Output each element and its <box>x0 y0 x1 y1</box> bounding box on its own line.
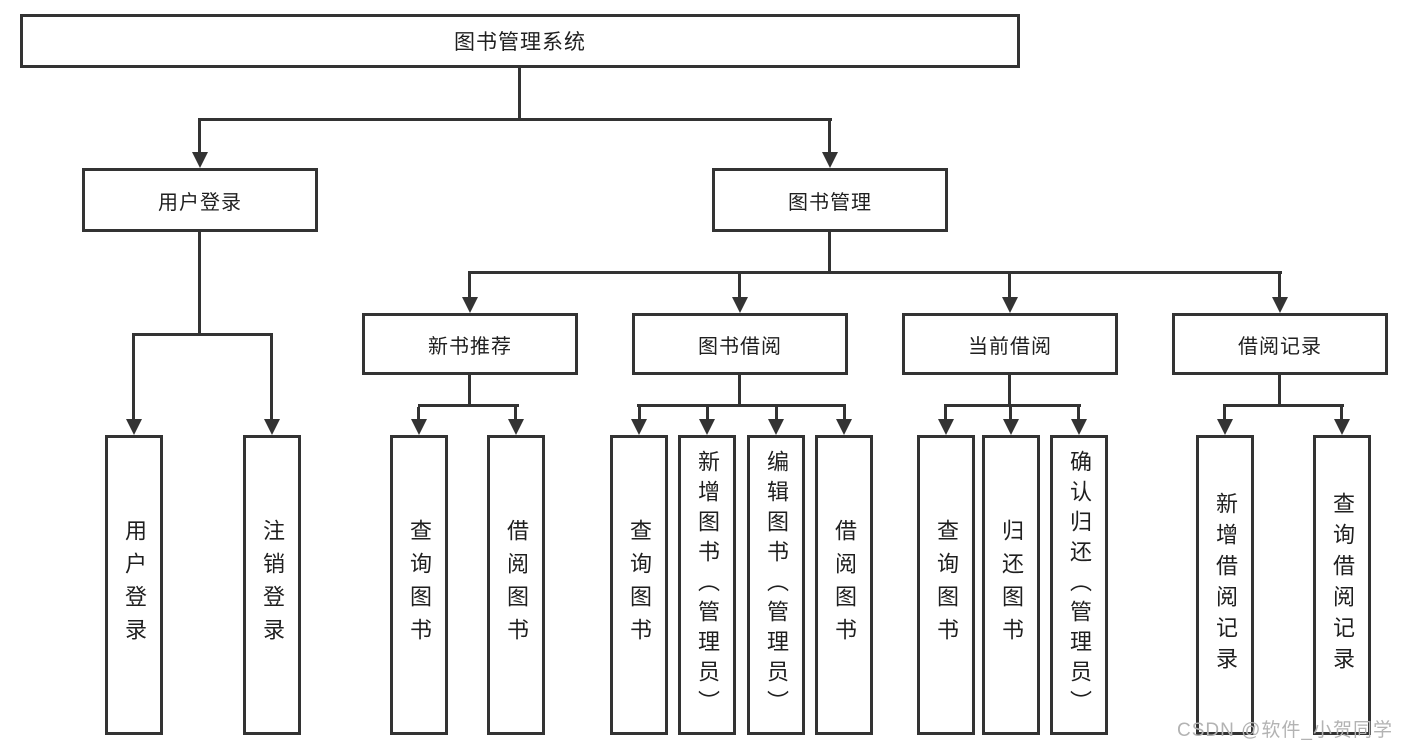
leaf-confirm-return-admin: 确认归还（管理员） <box>1050 435 1108 735</box>
arrow-down-icon <box>1003 419 1019 435</box>
arrow-down-icon <box>938 419 954 435</box>
edge-to-leaf-user-login <box>132 336 135 419</box>
arrow-down-icon <box>1071 419 1087 435</box>
node-user-login: 用户登录 <box>82 168 318 232</box>
edge-stub <box>1340 407 1343 421</box>
csdn-watermark: CSDN @软件_小贺同学 <box>1177 720 1393 741</box>
node-label: 图书借阅 <box>698 335 782 358</box>
edge-stub <box>944 407 947 421</box>
edge-new-book-horizontal <box>418 404 519 407</box>
edge-to-leaf-logout <box>270 336 273 419</box>
arrow-down-icon <box>732 297 748 313</box>
leaf-label: 借阅图书 <box>504 519 529 651</box>
node-library-management-system: 图书管理系统 <box>20 14 1020 68</box>
edge-book-borrow-vertical <box>738 375 741 406</box>
leaf-borrow-books-recommend: 借阅图书 <box>487 435 545 735</box>
edge-user-login-vertical <box>198 232 201 336</box>
edge-to-book-borrow <box>738 274 741 299</box>
leaf-label: 用户登录 <box>122 519 147 651</box>
leaf-borrow-books: 借阅图书 <box>815 435 873 735</box>
edge-stub <box>638 407 641 421</box>
leaf-query-borrow-record: 查询借阅记录 <box>1313 435 1371 735</box>
edge-root-vertical <box>518 68 521 121</box>
arrow-down-icon <box>264 419 280 435</box>
leaf-label: 编辑图书（管理员） <box>764 450 789 720</box>
leaf-return-books: 归还图书 <box>982 435 1040 735</box>
leaf-label: 查询借阅记录 <box>1330 492 1355 678</box>
node-label: 图书管理 <box>788 191 872 214</box>
arrow-down-icon <box>411 419 427 435</box>
edge-current-borrow-vertical <box>1008 375 1011 406</box>
leaf-edit-books-admin: 编辑图书（管理员） <box>747 435 805 735</box>
edge-stub <box>1223 407 1226 421</box>
leaf-label: 查询图书 <box>934 519 959 651</box>
leaf-label: 查询图书 <box>627 519 652 651</box>
arrow-down-icon <box>822 152 838 168</box>
arrow-down-icon <box>126 419 142 435</box>
node-current-borrow: 当前借阅 <box>902 313 1118 375</box>
arrow-down-icon <box>192 152 208 168</box>
edge-borrow-records-vertical <box>1278 375 1281 406</box>
leaf-query-books-current: 查询图书 <box>917 435 975 735</box>
arrow-down-icon <box>1217 419 1233 435</box>
node-label: 借阅记录 <box>1238 335 1322 358</box>
edge-to-book-management <box>828 120 831 154</box>
arrow-down-icon <box>836 419 852 435</box>
leaf-add-books-admin: 新增图书（管理员） <box>678 435 736 735</box>
edge-to-borrow-records <box>1278 274 1281 299</box>
leaf-query-books-borrow: 查询图书 <box>610 435 668 735</box>
edge-new-book-vertical <box>468 375 471 406</box>
arrow-down-icon <box>1272 297 1288 313</box>
arrow-down-icon <box>462 297 478 313</box>
leaf-label: 新增借阅记录 <box>1213 492 1238 678</box>
leaf-label: 查询图书 <box>407 519 432 651</box>
leaf-label: 注销登录 <box>260 519 285 651</box>
edge-stub <box>1077 407 1080 421</box>
edge-user-login-horizontal <box>132 333 273 336</box>
node-label: 当前借阅 <box>968 335 1052 358</box>
edge-stub <box>1009 407 1012 421</box>
edge-book-management-horizontal <box>468 271 1282 274</box>
leaf-logout: 注销登录 <box>243 435 301 735</box>
arrow-down-icon <box>631 419 647 435</box>
edge-stub <box>417 407 420 421</box>
edge-root-horizontal <box>198 118 832 121</box>
arrow-down-icon <box>1334 419 1350 435</box>
leaf-add-borrow-record: 新增借阅记录 <box>1196 435 1254 735</box>
leaf-label: 归还图书 <box>999 519 1024 651</box>
leaf-label: 新增图书（管理员） <box>695 450 720 720</box>
edge-to-new-book <box>468 274 471 299</box>
edge-stub <box>843 407 846 421</box>
edge-current-borrow-horizontal <box>944 404 1081 407</box>
node-book-management: 图书管理 <box>712 168 948 232</box>
arrow-down-icon <box>768 419 784 435</box>
edge-book-borrow-horizontal <box>637 404 846 407</box>
leaf-label: 借阅图书 <box>832 519 857 651</box>
edge-stub <box>706 407 709 421</box>
edge-to-current-borrow <box>1008 274 1011 299</box>
node-new-book-recommend: 新书推荐 <box>362 313 578 375</box>
edge-borrow-records-horizontal <box>1223 404 1344 407</box>
node-borrow-records: 借阅记录 <box>1172 313 1388 375</box>
node-label: 用户登录 <box>158 191 242 214</box>
edge-to-user-login <box>198 120 201 154</box>
leaf-query-books-recommend: 查询图书 <box>390 435 448 735</box>
arrow-down-icon <box>508 419 524 435</box>
node-label: 图书管理系统 <box>454 31 586 54</box>
edge-stub <box>514 407 517 421</box>
leaf-label: 确认归还（管理员） <box>1067 450 1092 720</box>
arrow-down-icon <box>1002 297 1018 313</box>
edge-book-management-vertical <box>828 232 831 274</box>
node-book-borrow: 图书借阅 <box>632 313 848 375</box>
node-label: 新书推荐 <box>428 335 512 358</box>
leaf-user-login: 用户登录 <box>105 435 163 735</box>
arrow-down-icon <box>699 419 715 435</box>
edge-stub <box>775 407 778 421</box>
